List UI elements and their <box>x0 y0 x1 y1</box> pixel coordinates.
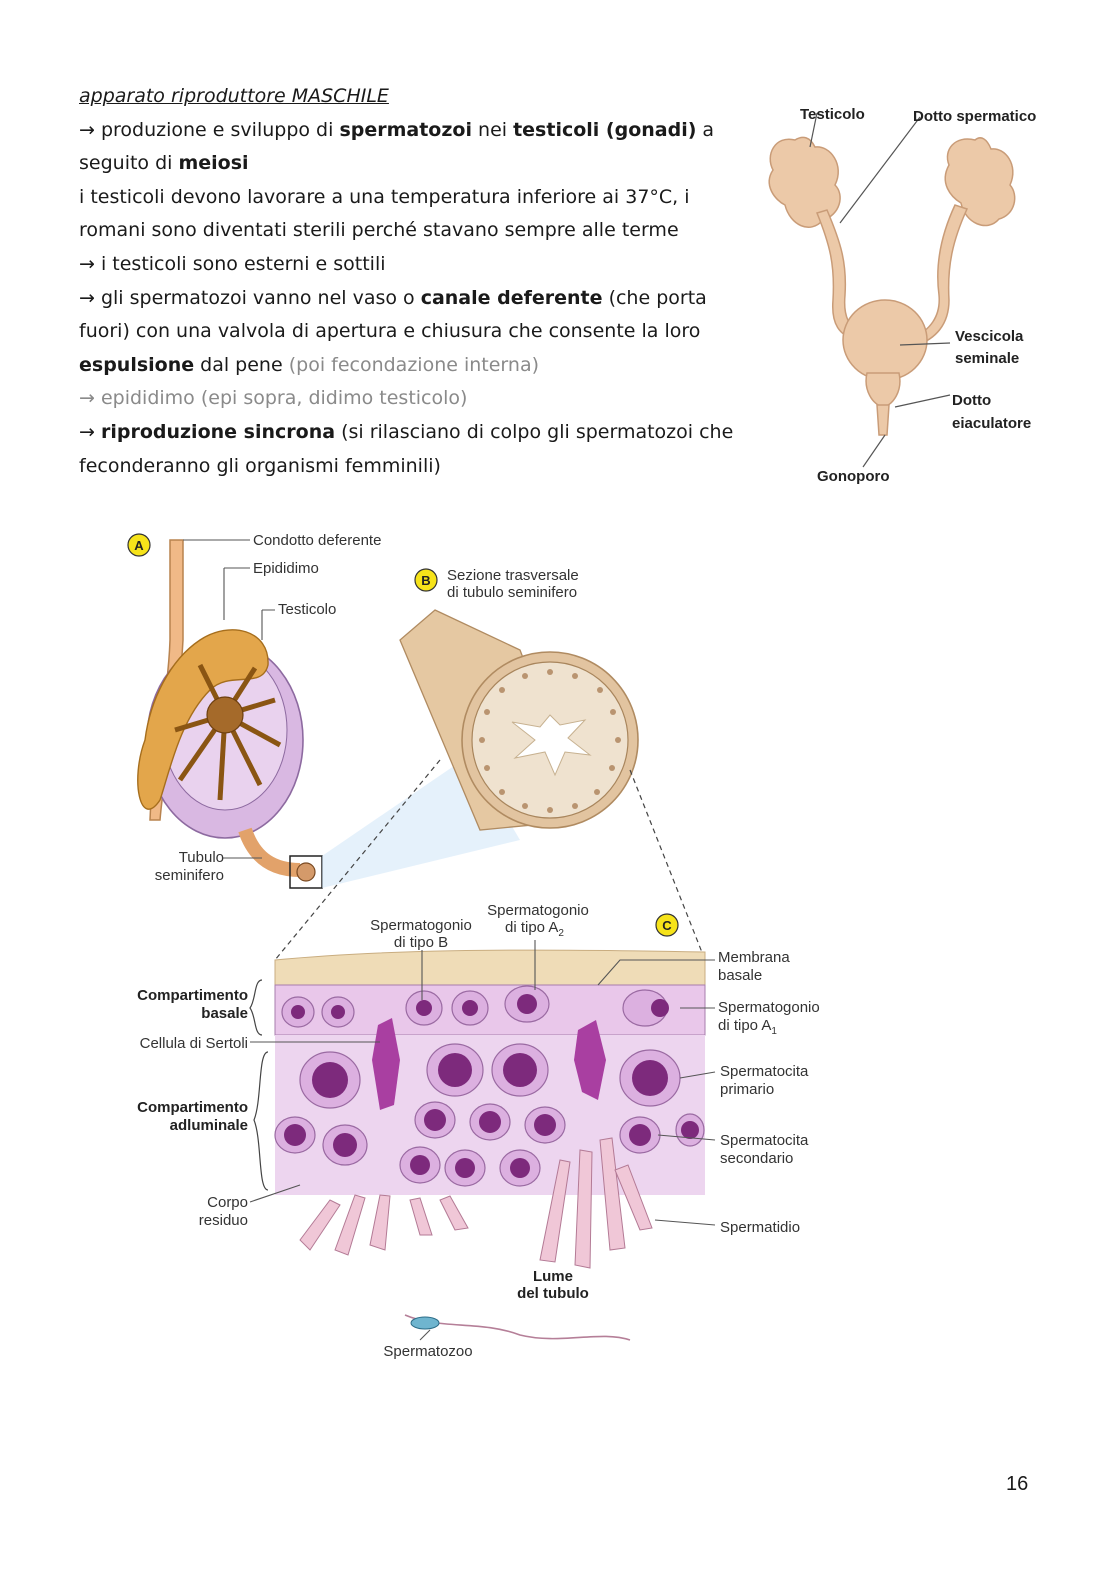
label-testicolo: Testicolo <box>800 106 865 123</box>
label-tipo-a2: di tipo A2 <box>505 919 564 939</box>
label-spermatozoo: Spermatozoo <box>383 1343 472 1360</box>
svg-text:C: C <box>662 918 672 933</box>
label-spermatocita-secondario: Spermatocita <box>720 1132 809 1149</box>
label-seminale: seminale <box>955 350 1019 367</box>
label-spermatocita-primario: Spermatocita <box>720 1063 809 1080</box>
label-di-tubulo: di tubulo seminifero <box>447 584 577 601</box>
svg-text:B: B <box>421 573 430 588</box>
label-tipo-b: di tipo B <box>394 934 448 951</box>
label-primario: primario <box>720 1081 774 1098</box>
label-gonoporo: Gonoporo <box>817 468 889 485</box>
label-condotto-deferente: Condotto deferente <box>253 532 381 549</box>
label-membrana: Membrana <box>718 949 790 966</box>
label-adluminale: adluminale <box>170 1117 248 1134</box>
seminal-vesicle-shape <box>843 300 927 380</box>
label-epididimo: Epididimo <box>253 560 319 577</box>
label-basale-comp: basale <box>201 1005 248 1022</box>
notes-text: apparato riproduttore MASCHILE → produzi… <box>79 80 759 483</box>
label-testicolo-a: Testicolo <box>278 601 336 618</box>
spermatozoon-tail <box>405 1315 630 1340</box>
epithelium-tissue <box>275 950 705 1340</box>
label-basale: basale <box>718 967 762 984</box>
label-secondario: secondario <box>720 1150 793 1167</box>
label-spermatogonio-b: Spermatogonio <box>370 917 472 934</box>
note-line-sincrona: → riproduzione sincrona (si rilasciano d… <box>79 416 759 483</box>
label-eiaculatore: eiaculatore <box>952 415 1031 432</box>
label-vescicola: Vescicola <box>955 328 1024 345</box>
label-seminifero: seminifero <box>155 867 224 884</box>
left-testicle-shape <box>769 137 840 227</box>
svg-text:A: A <box>134 538 144 553</box>
label-spermatidio: Spermatidio <box>720 1219 800 1236</box>
note-line-external: → i testicoli sono esterni e sottili <box>79 248 759 282</box>
label-tubulo: Tubulo <box>179 849 224 866</box>
note-line-canal: → gli spermatozoi vanno nel vaso o canal… <box>79 282 759 383</box>
label-dotto: Dotto <box>952 392 991 409</box>
male-apparatus-diagram: Testicolo Dotto spermatico Vescicola sem… <box>755 95 1075 495</box>
label-compartimento-basale: Compartimento <box>137 987 248 1004</box>
label-lume: Lume <box>533 1268 573 1285</box>
label-dotto-spermatico: Dotto spermatico <box>913 108 1036 125</box>
label-residuo: residuo <box>199 1212 248 1229</box>
ejaculatory-duct-shape <box>866 373 900 407</box>
label-compartimento-adluminale: Compartimento <box>137 1099 248 1116</box>
note-line-epididimo: → epididimo (epi sopra, didimo testicolo… <box>79 382 759 416</box>
section-title: apparato riproduttore MASCHILE <box>79 80 759 114</box>
note-line-production: → produzione e sviluppo di spermatozoi n… <box>79 114 759 181</box>
label-spermatogonio-a2: Spermatogonio <box>487 902 589 919</box>
label-del-tubulo: del tubulo <box>517 1285 589 1302</box>
label-corpo: Corpo <box>207 1194 248 1211</box>
label-sezione: Sezione trasversale <box>447 567 579 584</box>
page-number: 16 <box>1006 1473 1028 1496</box>
label-sertoli: Cellula di Sertoli <box>140 1035 248 1052</box>
note-line-temperature: i testicoli devono lavorare a una temper… <box>79 181 759 248</box>
testis-tubule-diagram: A Condotto deferente Epididimo Testicolo… <box>0 520 900 1400</box>
tubule-tail <box>245 830 300 870</box>
label-tipo-a1: di tipo A1 <box>718 1017 777 1037</box>
gonopore-shape <box>877 405 889 435</box>
label-spermatogonio-a1: Spermatogonio <box>718 999 820 1016</box>
